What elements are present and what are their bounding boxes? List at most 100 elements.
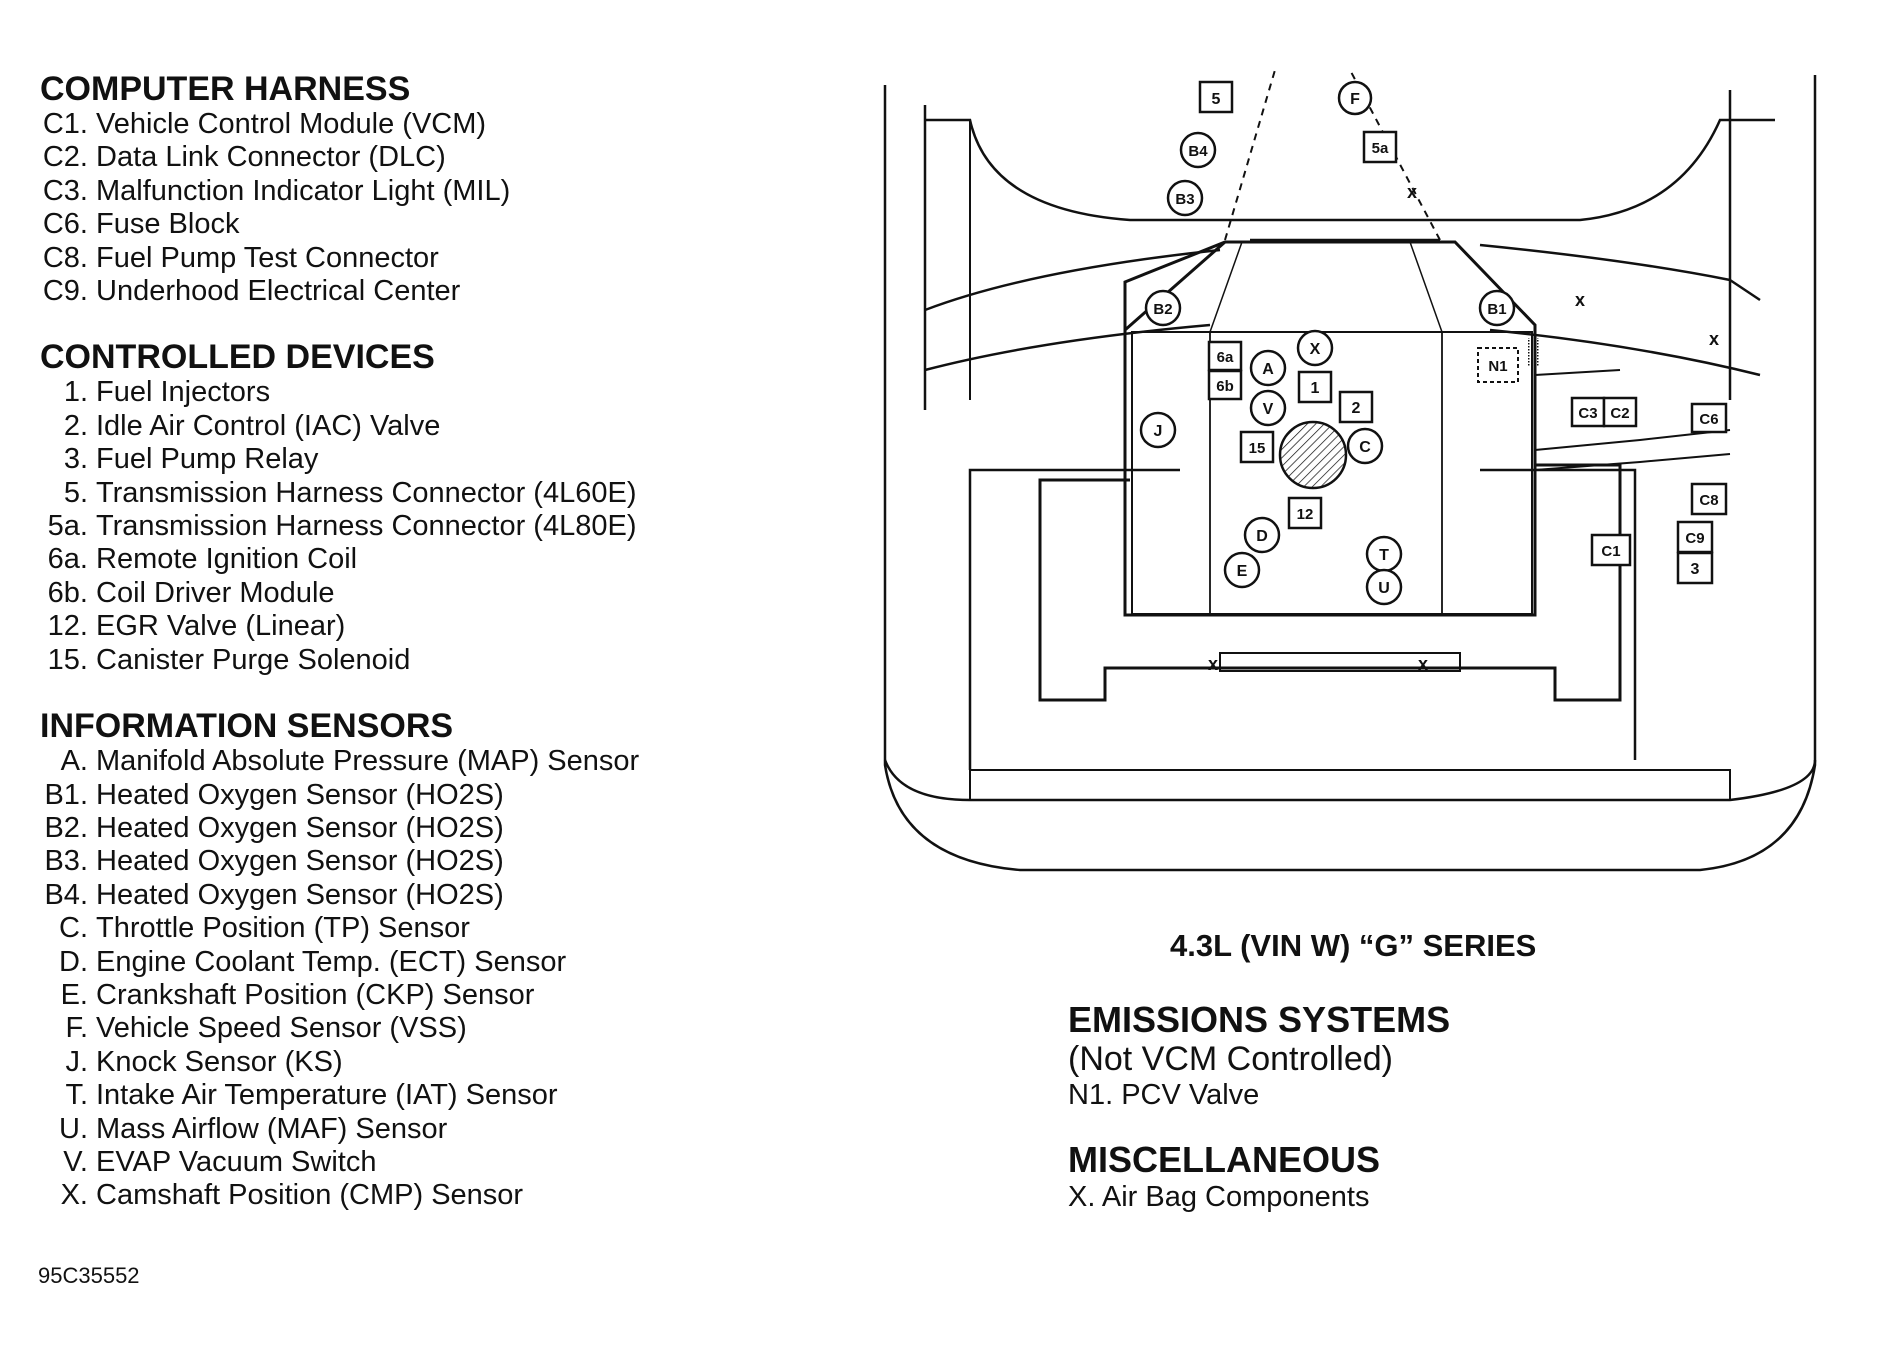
legend-item: B1.Heated Oxygen Sensor (HO2S) [38, 779, 818, 812]
item-label: Crankshaft Position (CKP) Sensor [96, 978, 535, 1011]
component-label: B4 [1188, 143, 1208, 160]
component-label: B1 [1487, 301, 1506, 318]
item-code: X. [60, 1179, 88, 1212]
airbag-marker: x [1407, 182, 1417, 202]
item-label: Fuel Injectors [96, 376, 271, 409]
item-label: Heated Oxygen Sensor (HO2S) [96, 878, 504, 911]
component-C3: C3 [1570, 396, 1606, 428]
legend-item: 3.Fuel Pump Relay [38, 443, 818, 476]
item-label: Heated Oxygen Sensor (HO2S) [96, 845, 504, 878]
component-label: C8 [1699, 492, 1718, 509]
diagram-svg: 5 F B4 5a B3 B2 B1 6a 6b X A N1 1 V 2 C3… [883, 70, 1817, 872]
item-code: X. [1068, 1181, 1096, 1213]
component-label: C1 [1601, 543, 1620, 560]
item-label: Engine Coolant Temp. (ECT) Sensor [96, 945, 567, 978]
component-label: X [1310, 341, 1321, 358]
component-label: A [1262, 361, 1274, 378]
component-label: 3 [1691, 561, 1700, 578]
item-code: 5. [63, 476, 88, 509]
airbag-markers: x x x x x [1208, 182, 1719, 674]
item-code: B3. [44, 845, 88, 878]
section-title: COMPUTER HARNESS [40, 70, 411, 108]
item-label: Transmission Harness Connector (4L80E) [96, 510, 637, 543]
component-label: V [1263, 401, 1274, 418]
legend-item: 12.EGR Valve (Linear) [38, 610, 818, 643]
component-label: C2 [1610, 405, 1629, 422]
component-label: F [1350, 91, 1360, 108]
component-6a: 6a [1207, 340, 1243, 372]
item-label: Intake Air Temperature (IAT) Sensor [96, 1079, 558, 1112]
throttle-body [1278, 420, 1348, 490]
legend-item: 5.Transmission Harness Connector (4L60E) [38, 477, 818, 510]
item-label: Idle Air Control (IAC) Valve [96, 409, 441, 442]
component-label: N1 [1488, 358, 1507, 375]
item-label: Heated Oxygen Sensor (HO2S) [96, 778, 504, 811]
legend-item: C8.Fuel Pump Test Connector [38, 242, 818, 275]
component-5a: 5a [1362, 130, 1398, 164]
component-label: 6a [1217, 349, 1234, 366]
legend-item: B2.Heated Oxygen Sensor (HO2S) [38, 812, 818, 845]
airbag-marker: x [1418, 654, 1428, 674]
item-code: D. [59, 945, 88, 978]
component-label: U [1378, 580, 1390, 597]
misc-title: MISCELLANEOUS [1068, 1139, 1381, 1180]
item-label: EVAP Vacuum Switch [96, 1145, 377, 1178]
item-label: EGR Valve (Linear) [96, 610, 346, 643]
legend-item: J.Knock Sensor (KS) [38, 1046, 818, 1079]
component-E: E [1223, 551, 1261, 589]
emissions-title: EMISSIONS SYSTEMS [1068, 999, 1451, 1040]
legend-item: V.EVAP Vacuum Switch [38, 1146, 818, 1179]
item-label: Knock Sensor (KS) [96, 1045, 343, 1078]
item-code: C2. [42, 141, 88, 174]
legend-item: 2.Idle Air Control (IAC) Valve [38, 410, 818, 443]
item-label: Coil Driver Module [96, 576, 335, 609]
item-code: 2. [63, 409, 88, 442]
misc-item: X. Air Bag Components [1068, 1180, 1828, 1214]
item-label: Canister Purge Solenoid [96, 643, 411, 676]
section-title: INFORMATION SENSORS [40, 707, 454, 746]
legend: COMPUTER HARNESS C1.Vehicle Control Modu… [38, 70, 818, 1243]
emissions-item: N1. PCV Valve [1068, 1078, 1828, 1112]
item-label: Vehicle Speed Sensor (VSS) [96, 1012, 467, 1045]
legend-item: D.Engine Coolant Temp. (ECT) Sensor [38, 946, 818, 979]
component-15: 15 [1239, 430, 1275, 464]
component-C2: C2 [1602, 396, 1638, 428]
component-T: T [1365, 535, 1403, 573]
item-code: 5a. [47, 510, 88, 543]
item-code: 12. [47, 610, 88, 643]
item-label: Throttle Position (TP) Sensor [96, 912, 470, 945]
item-code: C8. [42, 241, 88, 274]
component-B1: B1 [1478, 289, 1516, 327]
component-12: 12 [1287, 496, 1323, 530]
component-6b: 6b [1207, 369, 1243, 401]
component-label: 15 [1249, 440, 1266, 457]
component-X: X [1296, 329, 1334, 367]
legend-item: E.Crankshaft Position (CKP) Sensor [38, 979, 818, 1012]
component-A: A [1249, 349, 1287, 387]
legend-item: F.Vehicle Speed Sensor (VSS) [38, 1012, 818, 1045]
component-label: C9 [1685, 530, 1704, 547]
component-label: E [1237, 563, 1248, 580]
pcv-hatch [1528, 338, 1540, 366]
legend-item: C9.Underhood Electrical Center [38, 275, 818, 308]
item-code: B4. [44, 878, 88, 911]
legend-item: C.Throttle Position (TP) Sensor [38, 912, 818, 945]
component-C1: C1 [1590, 533, 1632, 567]
component-B4: B4 [1179, 131, 1217, 169]
item-label: Camshaft Position (CMP) Sensor [96, 1179, 524, 1212]
airbag-marker: x [1575, 290, 1585, 310]
item-label: Remote Ignition Coil [96, 543, 358, 576]
item-code: C6. [42, 208, 88, 241]
component-label: B3 [1175, 191, 1194, 208]
item-label: Vehicle Control Module (VCM) [96, 108, 487, 140]
legend-item: B3.Heated Oxygen Sensor (HO2S) [38, 845, 818, 878]
component-C6: C6 [1690, 402, 1728, 434]
legend-item: C6.Fuse Block [38, 208, 818, 241]
component-label: T [1379, 547, 1389, 564]
component-label: C [1359, 439, 1371, 456]
item-code: B2. [44, 811, 88, 844]
legend-item: X.Camshaft Position (CMP) Sensor [38, 1179, 818, 1212]
item-code: 6a. [47, 543, 88, 576]
